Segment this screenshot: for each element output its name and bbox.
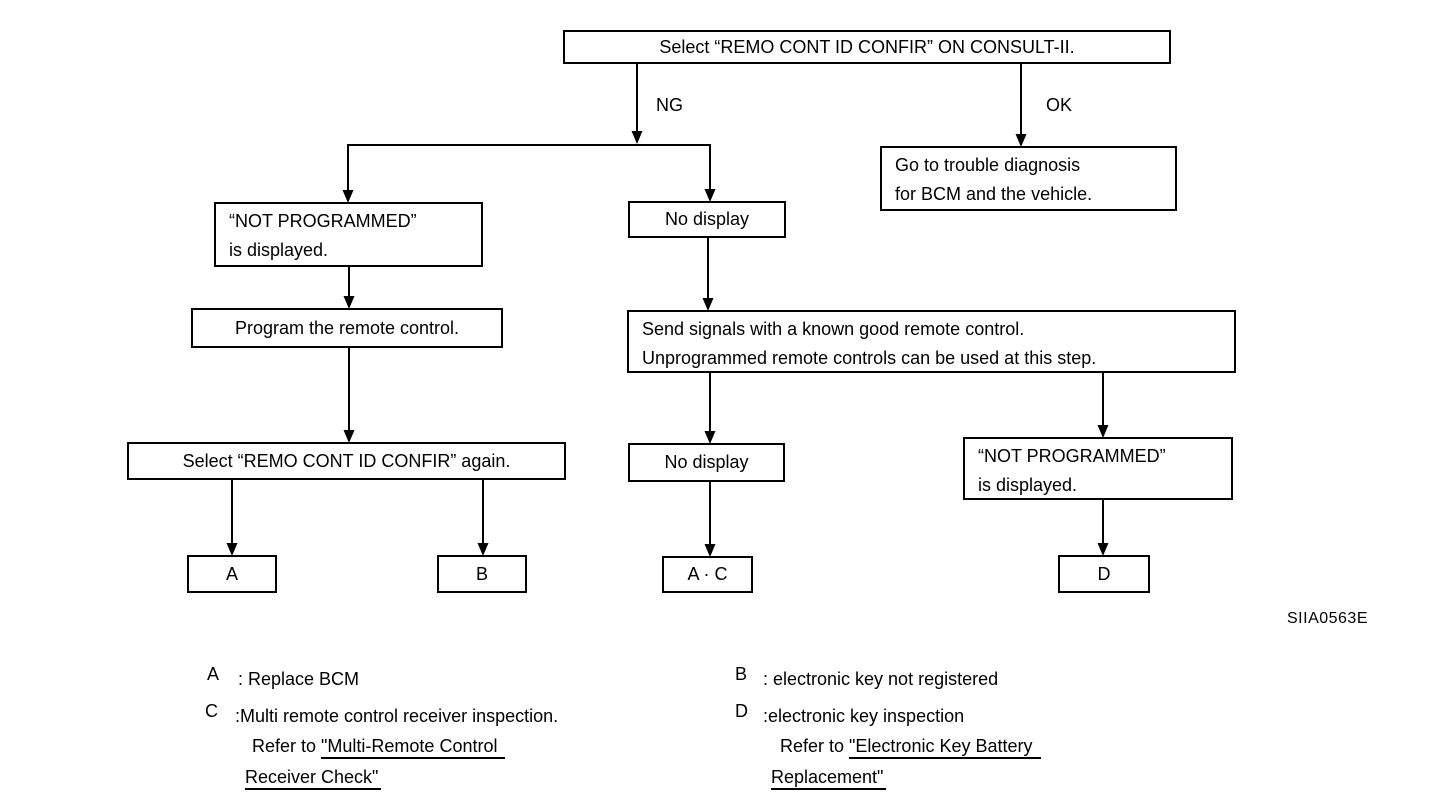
legend-text-d: :electronic key inspection Refer to "Ele… [763,701,1041,792]
legend-text-c: :Multi remote control receiver inspectio… [235,701,558,792]
legend-d-line1: :electronic key inspection [763,706,965,726]
node-label: A · C [687,564,728,584]
legend-d-link-line2-wrap: Replacement" [771,762,1041,792]
legend-letter-c: C [205,701,218,721]
node-send-signals: Send signals with a known good remote co… [627,310,1236,373]
multi-remote-control-receiver-check-link-line2[interactable]: Receiver Check" [245,767,382,790]
node-result-d: D [1058,555,1150,593]
node-select-again: Select “REMO CONT ID CONFIR” again. [127,442,566,480]
branch-label-ok: OK [1046,95,1073,115]
node-program-remote-control: Program the remote control. [191,308,503,348]
node-label: A [225,563,238,584]
node-line1: “NOT PROGRAMMED” [978,446,1166,466]
node-line2: is displayed. [978,475,1078,495]
electronic-key-battery-replacement-link-line2[interactable]: Replacement" [771,767,887,790]
node-not-programmed-displayed-2: “NOT PROGRAMMED” is displayed. [963,437,1233,500]
node-label: B [475,563,488,584]
legend-d-refer-prefix: Refer to [780,736,850,756]
legend-text-b: : electronic key not registered [763,669,999,689]
legend-text-a: : Replace BCM [238,669,360,689]
node-line1: “NOT PROGRAMMED” [229,211,417,231]
node-no-display-2: No display [628,443,785,482]
figure-id-label: SIIA0563E [1287,610,1368,627]
electronic-key-battery-replacement-link[interactable]: "Electronic Key Battery [849,736,1041,759]
node-result-b: B [437,555,527,593]
legend-d-refer-line: Refer to "Electronic Key Battery [780,731,1041,761]
node-select-remo-cont-id-confir: Select “REMO CONT ID CONFIR” ON CONSULT-… [563,30,1171,64]
node-label: No display [664,452,749,472]
legend-c-refer-line: Refer to "Multi-Remote Control [252,731,558,761]
node-go-to-trouble-diagnosis: Go to trouble diagnosis for BCM and the … [880,146,1177,211]
node-label: Select “REMO CONT ID CONFIR” again. [182,450,511,471]
node-line2: for BCM and the vehicle. [895,184,1093,204]
node-not-programmed-displayed-1: “NOT PROGRAMMED” is displayed. [214,202,483,267]
node-line2: is displayed. [229,240,329,260]
branch-label-ng: NG [656,95,683,115]
node-line1: Go to trouble diagnosis [895,155,1081,175]
legend-letter-d: D [735,701,748,721]
node-label: D [1097,563,1111,584]
legend-c-link-line2-wrap: Receiver Check" [245,762,558,792]
legend-letter-a: A [207,664,220,684]
node-no-display-1: No display [628,201,786,238]
node-result-a-c: A · C [662,556,753,593]
node-line2: Unprogrammed remote controls can be used… [642,348,1097,368]
legend-c-refer-prefix: Refer to [252,736,322,756]
legend-c-line1: :Multi remote control receiver inspectio… [235,706,559,726]
node-line1: Send signals with a known good remote co… [642,319,1025,339]
node-label: Select “REMO CONT ID CONFIR” ON CONSULT-… [659,36,1075,57]
node-label: Program the remote control. [234,317,460,338]
multi-remote-control-receiver-check-link[interactable]: "Multi-Remote Control [321,736,506,759]
node-label: No display [664,209,750,229]
node-result-a: A [187,555,277,593]
legend-letter-b: B [735,664,748,684]
